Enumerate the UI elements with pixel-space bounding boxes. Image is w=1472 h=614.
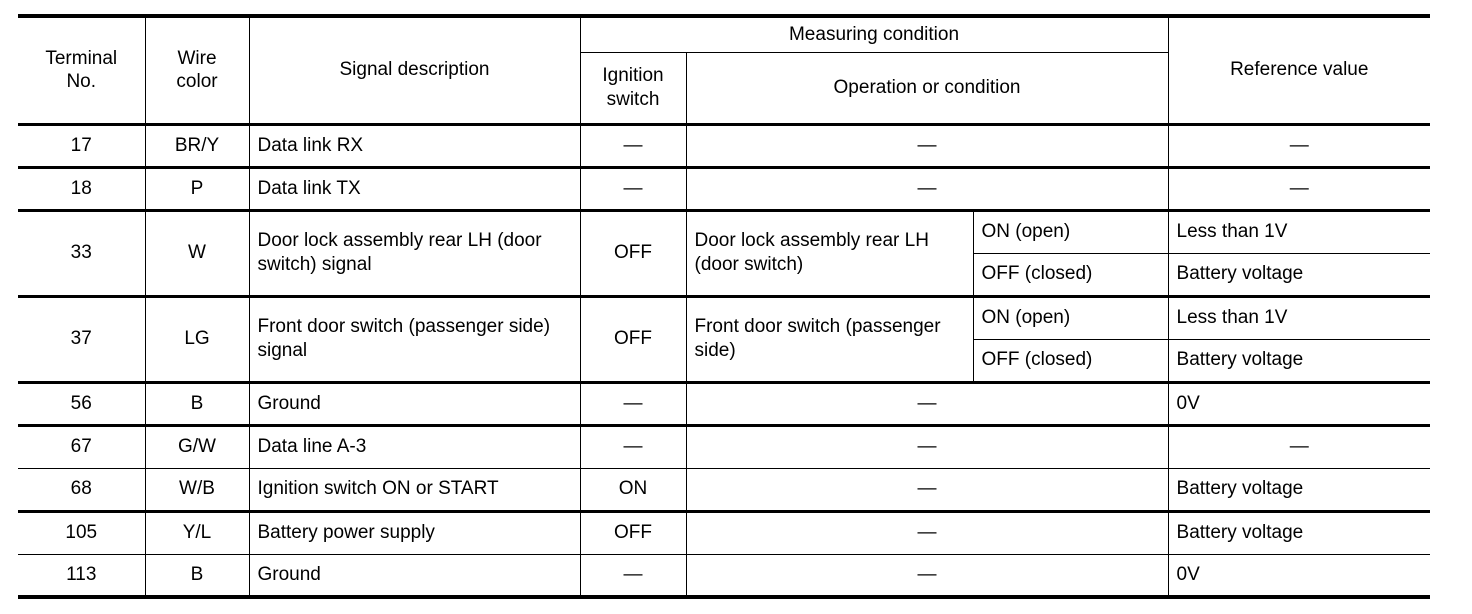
cell-operation-or-condition: — xyxy=(685,467,1169,512)
cell-wire-color: BR/Y xyxy=(144,122,250,168)
cell-operation-or-condition: — xyxy=(685,380,1169,426)
cell-terminal-no: 56 xyxy=(18,380,146,426)
cell-operation-state: OFF (closed) xyxy=(972,338,1169,383)
col-header-ignition-switch-line1: Ignition xyxy=(602,64,664,86)
cell-reference-value: 0V xyxy=(1167,553,1431,599)
cell-ignition-switch: OFF xyxy=(579,509,687,555)
cell-terminal-no: 67 xyxy=(18,423,146,469)
cell-reference-value: Battery voltage xyxy=(1167,509,1431,555)
cell-wire-color: B xyxy=(144,380,250,426)
cell-reference-value: Less than 1V xyxy=(1167,208,1431,254)
cell-ignition-switch: — xyxy=(579,553,687,599)
cell-signal-description: Ground xyxy=(248,380,581,426)
cell-signal-description: Battery power supply xyxy=(248,509,581,555)
table-header: Terminal No. Wire color Signal descripti… xyxy=(18,14,1431,125)
col-header-wire-color-line2: color xyxy=(176,71,218,93)
cell-signal-description: Front door switch (passenger side) signa… xyxy=(248,294,581,383)
table-subrow: OFF (closed)Battery voltage xyxy=(18,338,1431,383)
cell-ignition-switch: OFF xyxy=(579,294,687,383)
cell-operation-or-condition: Door lock assembly rear LH (door switch) xyxy=(685,208,974,297)
col-header-wire-color-line1: Wire xyxy=(177,47,217,69)
col-header-signal-description: Signal description xyxy=(248,14,581,125)
cell-operation-or-condition: — xyxy=(685,165,1169,211)
cell-ignition-switch: OFF xyxy=(579,208,687,297)
cell-wire-color: W xyxy=(144,208,250,297)
cell-reference-value: 0V xyxy=(1167,380,1431,426)
cell-ignition-switch: ON xyxy=(579,467,687,512)
cell-wire-color: Y/L xyxy=(144,509,250,555)
cell-reference-value: — xyxy=(1167,165,1431,211)
cell-ignition-switch: — xyxy=(579,423,687,469)
cell-signal-description: Data link RX xyxy=(248,122,581,168)
cell-reference-value: — xyxy=(1167,122,1431,168)
cell-reference-value: Battery voltage xyxy=(1167,252,1431,297)
col-header-terminal-no: Terminal No. xyxy=(18,14,146,125)
cell-reference-value: — xyxy=(1167,423,1431,469)
col-header-wire-color: Wire color xyxy=(144,14,250,125)
cell-wire-color: B xyxy=(144,553,250,599)
terminal-reference-table: Terminal No. Wire color Signal descripti… xyxy=(18,14,1431,599)
cell-reference-value: Battery voltage xyxy=(1167,467,1431,512)
cell-signal-description: Ground xyxy=(248,553,581,599)
cell-signal-description: Door lock assembly rear LH (door switch)… xyxy=(248,208,581,297)
cell-ignition-switch: — xyxy=(579,380,687,426)
col-header-reference-value: Reference value xyxy=(1167,14,1431,125)
cell-wire-color: LG xyxy=(144,294,250,383)
cell-operation-or-condition: — xyxy=(685,122,1169,168)
cell-terminal-no: 105 xyxy=(18,509,146,555)
cell-ignition-switch: — xyxy=(579,165,687,211)
header-row-bottom: Ignition switch Operation or condition xyxy=(18,51,1430,125)
col-header-terminal-no-line2: No. xyxy=(66,71,97,93)
cell-wire-color: G/W xyxy=(144,423,250,469)
table-subrow: OFF (closed)Battery voltage xyxy=(18,252,1431,297)
header-row-top: Terminal No. Wire color Signal descripti… xyxy=(18,14,1431,125)
cell-operation-or-condition: — xyxy=(685,553,1169,599)
cell-operation-or-condition: — xyxy=(685,509,1169,555)
cell-signal-description: Data line A-3 xyxy=(248,423,581,469)
cell-reference-value: Less than 1V xyxy=(1167,294,1431,340)
cell-terminal-no: 33 xyxy=(18,208,146,297)
cell-wire-color: P xyxy=(144,165,250,211)
col-header-ignition-switch-line2: switch xyxy=(606,88,660,110)
cell-terminal-no: 113 xyxy=(18,553,146,599)
cell-terminal-no: 37 xyxy=(18,294,146,383)
col-header-ignition-switch: Ignition switch xyxy=(579,51,687,125)
cell-terminal-no: 18 xyxy=(18,165,146,211)
cell-operation-state: ON (open) xyxy=(972,294,1169,340)
cell-signal-description: Data link TX xyxy=(248,165,581,211)
col-header-operation-or-condition: Operation or condition xyxy=(685,51,1169,125)
cell-terminal-no: 17 xyxy=(18,122,146,168)
cell-reference-value: Battery voltage xyxy=(1167,338,1431,383)
cell-ignition-switch: — xyxy=(579,122,687,168)
cell-signal-description: Ignition switch ON or START xyxy=(248,467,581,512)
col-header-measuring-condition: Measuring condition xyxy=(579,14,1169,53)
cell-operation-state: ON (open) xyxy=(972,208,1169,254)
cell-wire-color: W/B xyxy=(144,467,250,512)
cell-operation-or-condition: Front door switch (passenger side) xyxy=(685,294,974,383)
cell-terminal-no: 68 xyxy=(18,467,146,512)
cell-operation-or-condition: — xyxy=(685,423,1169,469)
cell-operation-state: OFF (closed) xyxy=(972,252,1169,297)
col-header-terminal-no-line1: Terminal xyxy=(45,47,118,69)
